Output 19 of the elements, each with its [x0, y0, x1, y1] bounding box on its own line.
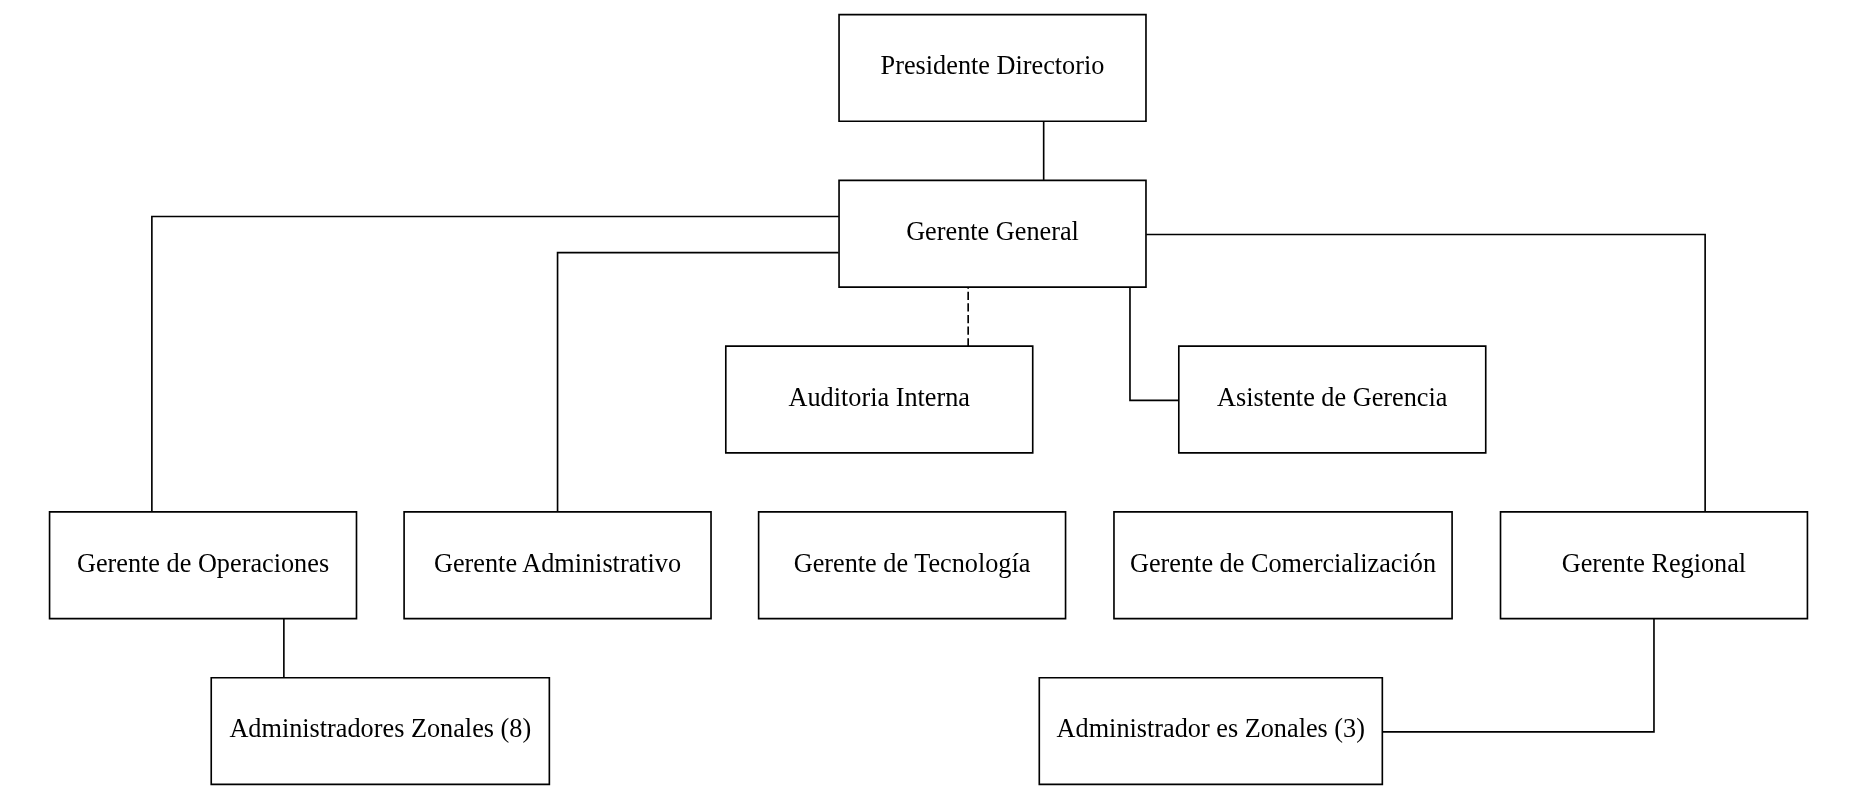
- node-box: Gerente General: [838, 179, 1147, 288]
- connector: [1381, 618, 1655, 733]
- connector: [1129, 286, 1180, 402]
- node-box: Presidente Directorio: [838, 13, 1147, 123]
- connector: [1145, 233, 1706, 513]
- connector: [283, 617, 285, 679]
- connector: [556, 251, 840, 513]
- node-box: Gerente Administrativo: [403, 511, 712, 620]
- connector: [967, 286, 969, 347]
- node-box: Gerente de Tecnología: [757, 511, 1067, 620]
- node-box: Asistente de Gerencia: [1178, 345, 1487, 454]
- connector: [151, 215, 840, 513]
- connector: [1042, 120, 1045, 181]
- node-box: Administradores Zonales (8): [210, 676, 551, 786]
- node-box: Gerente de Comercialización: [1113, 511, 1453, 620]
- node-box: Administrador es Zonales (3): [1038, 676, 1384, 786]
- node-box: Auditoria Interna: [724, 345, 1034, 454]
- node-box: Gerente Regional: [1499, 511, 1809, 620]
- node-box: Gerente de Operaciones: [48, 511, 358, 620]
